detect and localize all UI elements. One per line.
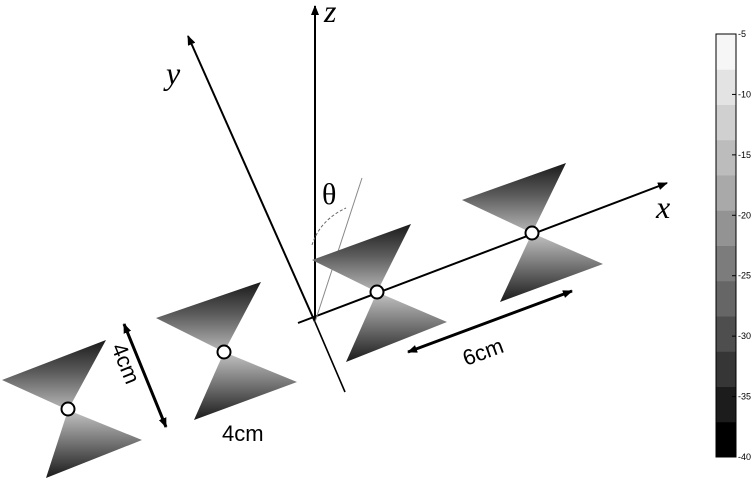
colorbar-tick-label: -40 bbox=[738, 452, 751, 462]
colorbar-tick-label: -15 bbox=[738, 150, 751, 160]
bowtie-upper-triangle bbox=[312, 224, 411, 292]
theta-ref-line bbox=[314, 177, 363, 323]
height-dimension-arrow bbox=[122, 323, 168, 428]
bowtie-upper-triangle bbox=[156, 282, 261, 352]
colorbar-band bbox=[716, 175, 736, 211]
colorbar-tick-label: -20 bbox=[738, 210, 751, 220]
colorbar-band bbox=[716, 69, 736, 105]
feed-point bbox=[60, 401, 76, 417]
y-axis-label: y bbox=[163, 55, 181, 91]
feed-point bbox=[216, 344, 232, 360]
antenna-element bbox=[2, 340, 142, 478]
colorbar-tick-label: -5 bbox=[738, 29, 746, 39]
antenna-element bbox=[156, 282, 297, 420]
bowtie-lower-triangle bbox=[194, 352, 297, 420]
colorbar-band bbox=[716, 210, 736, 246]
bowtie-upper-triangle bbox=[2, 340, 106, 410]
colorbar-band bbox=[716, 280, 736, 317]
bowtie-lower-triangle bbox=[346, 292, 447, 362]
y-axis bbox=[187, 35, 316, 323]
antenna-element bbox=[312, 224, 447, 362]
colorbar-band bbox=[716, 351, 736, 387]
colorbar-frame bbox=[715, 33, 737, 458]
spacing-dimension-arrow bbox=[407, 289, 573, 354]
colorbar-band bbox=[716, 386, 736, 423]
bowtie-lower-triangle bbox=[46, 410, 142, 478]
colorbar: -5 -10 -15 -20 -25 -30 -35 -40 bbox=[715, 29, 751, 462]
colorbar-band bbox=[716, 421, 736, 458]
x-axis bbox=[297, 182, 668, 324]
colorbar-band bbox=[716, 245, 736, 282]
z-axis-lower bbox=[314, 321, 346, 393]
colorbar-band bbox=[716, 316, 736, 352]
feed-point bbox=[524, 225, 540, 241]
colorbar-band bbox=[716, 104, 736, 141]
colorbar-tick-label: -25 bbox=[738, 271, 751, 281]
colorbar-tick-label: -35 bbox=[738, 392, 751, 402]
theta-arc bbox=[311, 207, 347, 246]
spacing-label: 6cm bbox=[459, 333, 507, 371]
feed-point bbox=[369, 284, 385, 300]
x-axis-label: x bbox=[655, 189, 670, 225]
colorbar-band bbox=[716, 34, 736, 70]
z-axis-label: z bbox=[323, 0, 337, 29]
antenna-element bbox=[462, 163, 603, 302]
colorbar-tick-label: -10 bbox=[738, 89, 751, 99]
colorbar-tick-label: -30 bbox=[738, 331, 751, 341]
theta-label: θ bbox=[322, 178, 336, 211]
width-label: 4cm bbox=[222, 421, 264, 446]
bowtie-lower-triangle bbox=[500, 233, 603, 302]
height-label: 4cm bbox=[106, 340, 145, 388]
colorbar-band bbox=[716, 139, 736, 176]
bowtie-upper-triangle bbox=[462, 163, 566, 233]
